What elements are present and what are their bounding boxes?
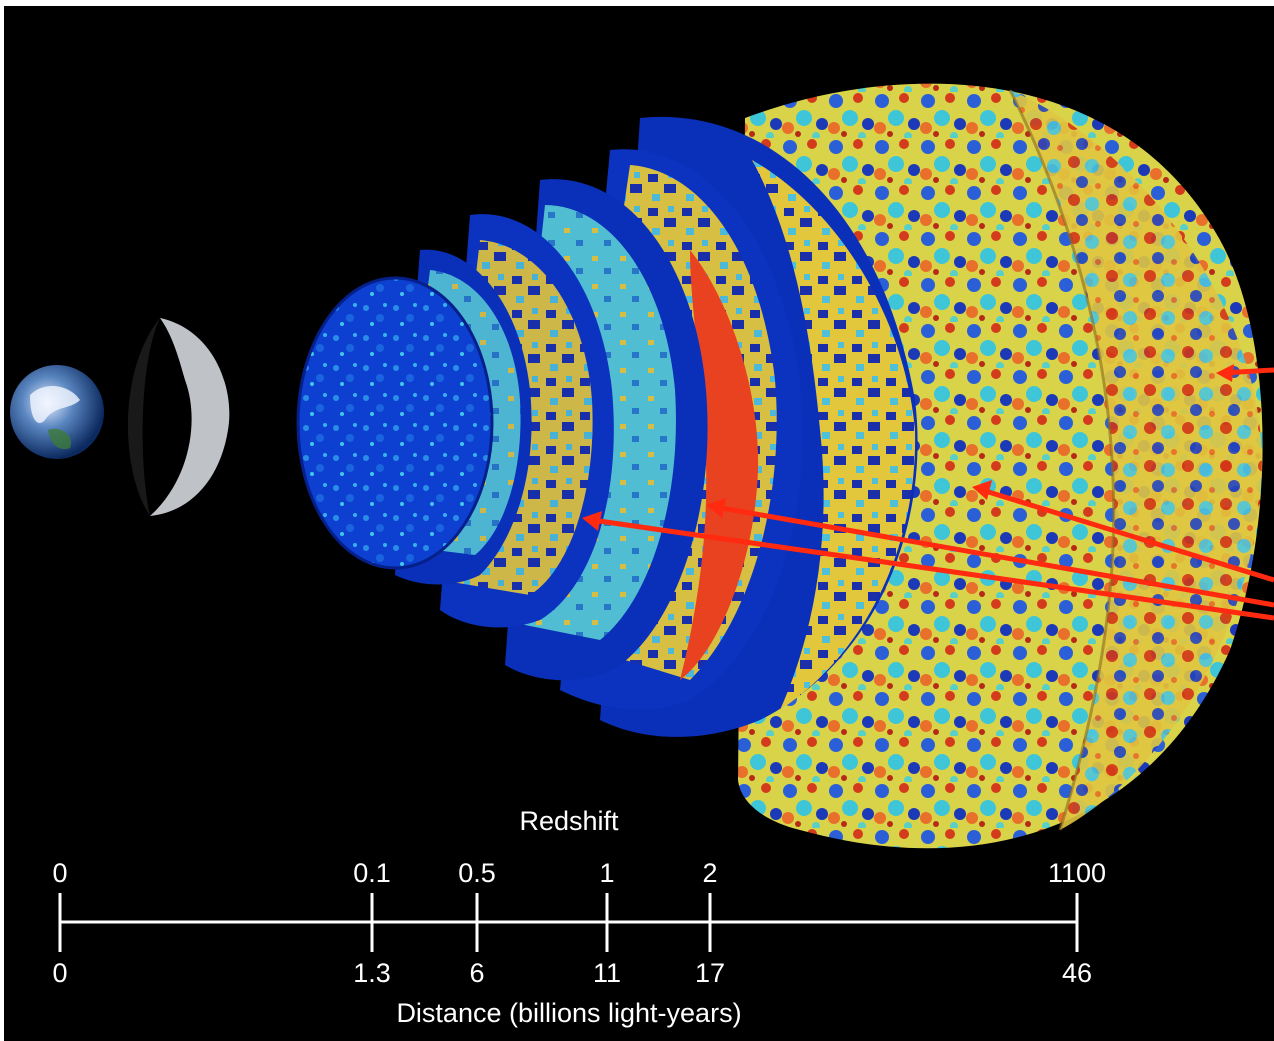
distance-axis (58, 893, 1079, 952)
distance-title: Distance (billions light-years) (396, 998, 742, 1028)
moon-crescent-icon (150, 318, 230, 516)
redshift-label-4: 2 (702, 858, 718, 888)
redshift-title: Redshift (519, 806, 619, 836)
distance-label-2: 6 (469, 958, 485, 988)
redshift-label-3: 1 (599, 858, 615, 888)
frame-left-edge (0, 0, 4, 1041)
distance-label-5: 46 (1061, 958, 1093, 988)
redshift-label-0: 0 (52, 858, 68, 888)
redshift-label-5: 1100 (1047, 858, 1107, 888)
pointer-arrows (582, 364, 1274, 621)
innermost-shell (298, 278, 492, 568)
distance-label-0: 0 (52, 958, 68, 988)
distance-label-1: 1.3 (353, 958, 391, 988)
frame-top-edge (0, 0, 1274, 6)
redshift-label-2: 0.5 (458, 858, 496, 888)
distance-label-4: 17 (694, 958, 726, 988)
distance-label-3: 11 (592, 958, 622, 988)
redshift-shells (296, 116, 918, 737)
redshift-label-1: 0.1 (353, 858, 391, 888)
earth-icon (10, 365, 104, 459)
